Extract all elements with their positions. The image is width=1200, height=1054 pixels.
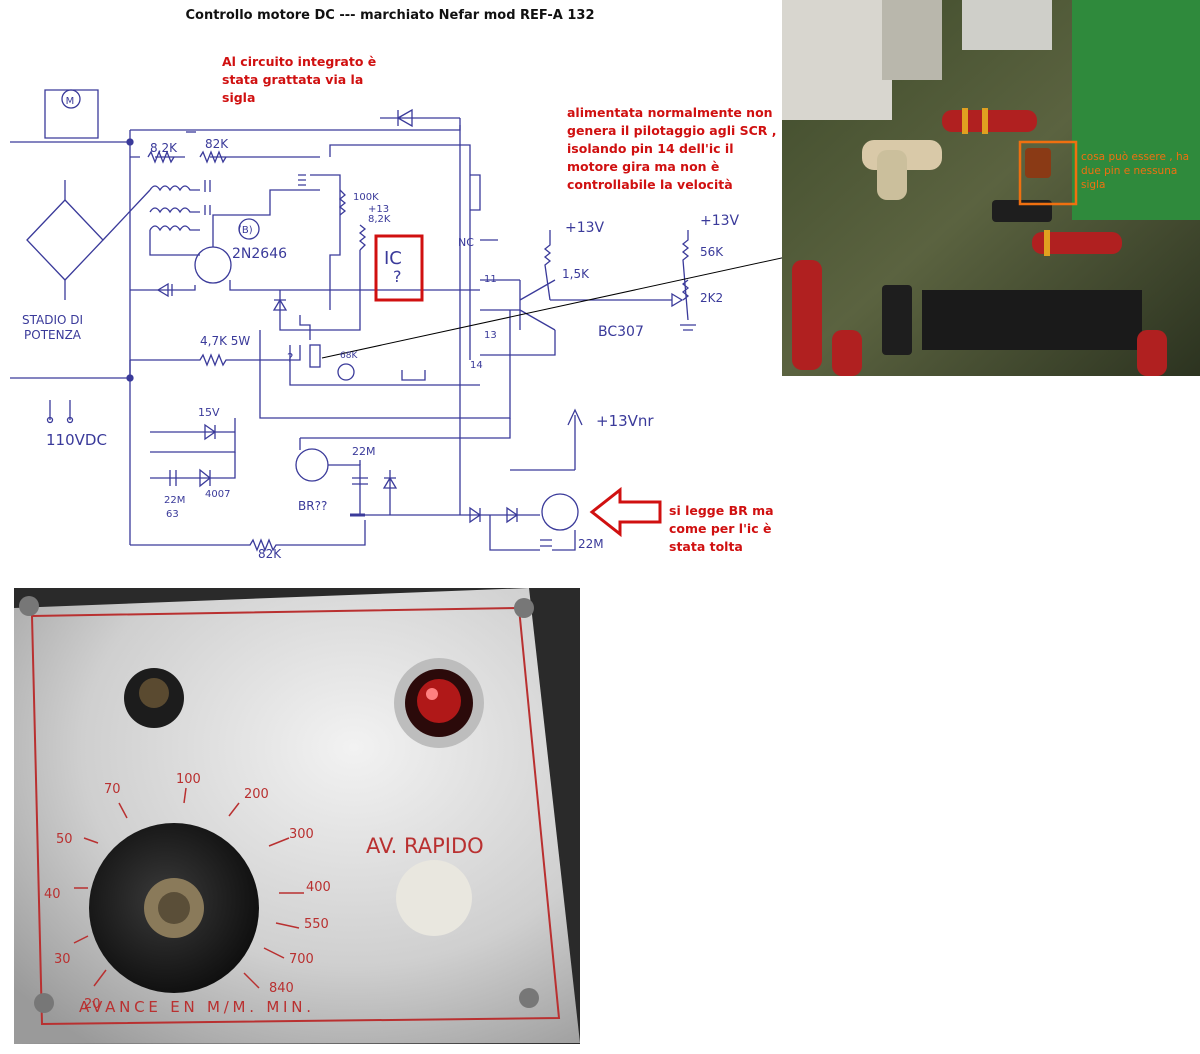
resistor-red-2 [1032,232,1122,254]
label-pot-small: 68K [340,351,358,361]
schematic-diagram: 8,2K 82K 4,7K 5W 82K 100K 8,2K +13 1,5K … [10,89,800,561]
green-relay [1072,0,1200,220]
scale-50: 50 [56,832,73,847]
unknown-two-pin-part [1025,148,1051,178]
label-motor: M [66,96,75,107]
pcb-photo [782,0,1200,376]
label-r3: 4,7K 5W [200,334,250,348]
label-plus13: +13 [368,204,389,215]
scale-400: 400 [306,880,331,895]
note-no-drive: alimentata normalmente non genera il pil… [567,105,777,192]
motor-box [44,89,99,139]
resistor-red-3 [792,260,822,370]
label-transistor: BC307 [598,324,644,340]
label-diode: 4007 [205,489,230,500]
label-zener: 15V [198,406,220,419]
unknown-part-highlight [1018,140,1078,206]
label-ujt: 2N2646 [232,246,287,262]
resistor-red-1 [942,110,1037,132]
label-ic: IC [384,248,402,269]
note-br-removed: si legge BR ma come per l'ic è stata tol… [669,503,774,554]
label-cap2: 22M [352,445,376,458]
ceramic-resistor [782,0,892,120]
label-nc: NC [458,236,474,249]
scale-550: 550 [304,917,329,932]
label-pin11: 11 [484,274,497,285]
label-ujt-mark: (B) [238,225,253,236]
label-pot: 2K2 [700,291,723,305]
scale-840: 840 [269,981,294,996]
note-unknown-part: cosa può essere , ha due pin e nessuna s… [1081,151,1190,191]
note-ic-scratched: Al circuito integrato è stata grattata v… [222,54,377,105]
front-panel-photo: 20 30 40 50 70 100 200 300 400 550 700 8… [14,588,580,1044]
label-br: BR?? [298,499,327,513]
label-r1: 8,2K [150,141,178,155]
scale-200: 200 [244,787,269,802]
label-r2: 82K [205,137,229,151]
scale-40: 40 [44,887,61,902]
label-r8: 56K [700,245,724,259]
page-title: Controllo motore DC --- marchiato Nefar … [185,8,595,23]
scale-30: 30 [54,952,71,967]
label-cap3: 22M [578,537,604,551]
label-cap1v: 63 [166,509,179,520]
scale-100: 100 [176,772,201,787]
ic-chip [922,290,1142,350]
label-plus13v-b: +13V [700,213,740,229]
label-ic-q: ? [393,267,402,286]
label-pin14: 14 [470,360,483,371]
label-pin13: 13 [484,330,497,341]
label-r6: 8,2K [368,214,391,225]
scale-700: 700 [289,952,314,967]
scale-20: 20 [84,997,101,1012]
label-qmark: ? [287,351,293,365]
label-cap1: 22M [164,495,185,506]
scale-300: 300 [289,827,314,842]
rapid-button [396,860,472,936]
label-plus13unreg: +13Vnr [596,412,654,430]
scale-70: 70 [104,782,121,797]
ic-highlight-box [374,234,424,302]
rapid-label: AV. RAPIDO [366,834,484,858]
red-indicator-lamp [417,679,461,723]
diode-black [992,200,1052,222]
label-r7: 1,5K [562,267,590,281]
label-supply: 110VDC [46,431,107,449]
label-r4: 82K [258,547,282,561]
label-power-stage: STADIO DI POTENZA [22,313,84,342]
label-plus13v-a: +13V [565,220,605,236]
arrow-icon [589,486,662,538]
label-r5: 100K [353,192,379,203]
diode-black-2 [882,285,912,355]
